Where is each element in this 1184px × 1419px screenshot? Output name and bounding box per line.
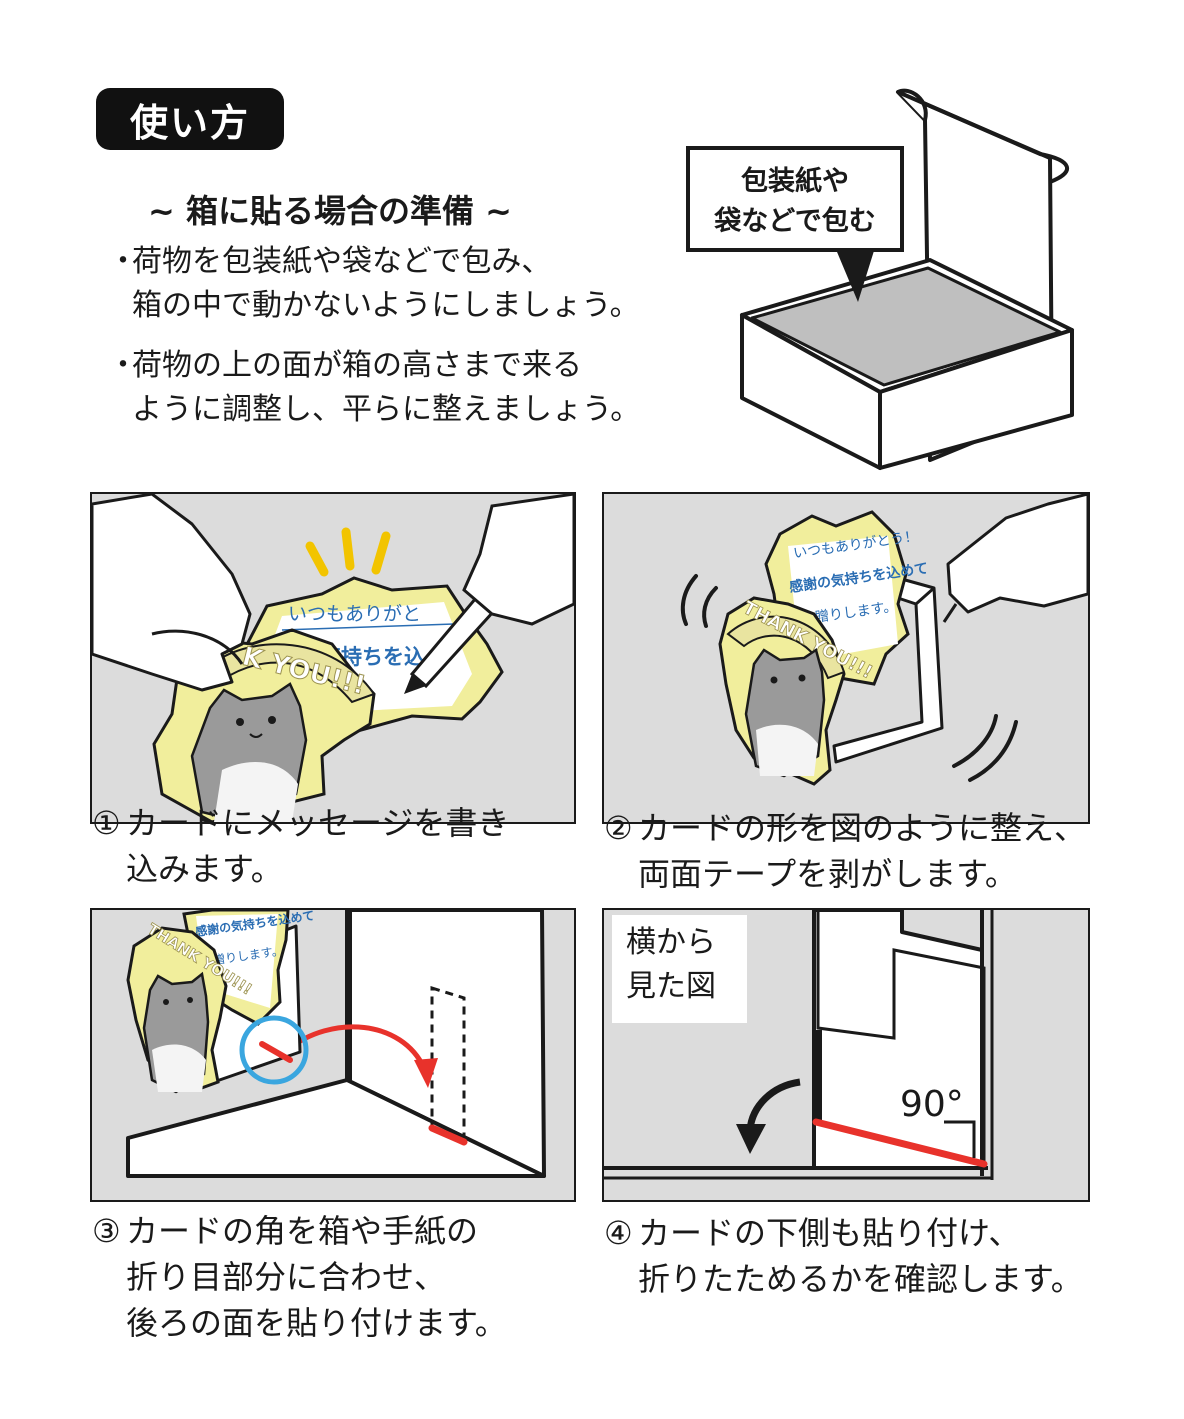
- prep-bullet-1-line2: 箱の中で動かないようにしましょう。: [132, 288, 640, 323]
- box-icon: 包装紙や 袋などで包む: [686, 88, 1074, 470]
- angle-label: 90°: [900, 1084, 964, 1125]
- step3-number: ③: [92, 1212, 121, 1250]
- step1-line2: 込みます。: [126, 850, 283, 888]
- hand-icon: [92, 494, 252, 692]
- step2-number: ②: [604, 809, 633, 847]
- side-view-line2: 見た図: [626, 969, 716, 1004]
- usage-badge: 使い方: [96, 88, 284, 150]
- bullet-mark: ・: [108, 244, 138, 279]
- cat-icon: [744, 647, 826, 778]
- step3-panel: 感謝の気持ちを込めて お贈りします。 THANK YOU!!!: [90, 908, 576, 1202]
- step1-number: ①: [92, 804, 121, 842]
- right-angle-icon: [944, 1120, 976, 1158]
- highlight-circle: [239, 1015, 309, 1085]
- motion-lines-icon: [680, 574, 1018, 782]
- step1-panel: いつもありがと 感謝の気持ちを込 K YOU!!!: [90, 492, 576, 824]
- callout-line1: 包装紙や: [741, 165, 849, 197]
- step4-line2: 折りたためるかを確認します。: [638, 1260, 1083, 1298]
- writing-hand-icon: [462, 494, 574, 626]
- target-outline: [430, 985, 466, 1145]
- side-view-line1: 横から: [626, 925, 716, 960]
- hand-icon: [942, 494, 1088, 623]
- step3-line3: 後ろの面を貼り付けます。: [126, 1304, 507, 1342]
- sparkle-icon: [305, 527, 391, 577]
- prep-bullet-2-line1: 荷物の上の面が箱の高さまで来る: [132, 348, 582, 383]
- step4-line1: カードの下側も貼り付け、: [638, 1214, 1021, 1252]
- step4-number: ④: [604, 1214, 633, 1252]
- red-marker: [812, 1118, 988, 1168]
- prep-bullet-2-line2: ように調整し、平らに整えましょう。: [132, 392, 641, 427]
- card-stand-icon: [832, 576, 944, 764]
- step2-line2: 両面テープを剥がします。: [638, 855, 1017, 893]
- red-marker: [259, 1041, 293, 1063]
- step1-line1: カードにメッセージを書き: [126, 804, 510, 842]
- step2-line1: カードの形を図のように整え、: [638, 809, 1087, 847]
- prep-subtitle: ~ 箱に貼る場合の準備 ~: [148, 192, 512, 230]
- message-partial-1: いつもありがと: [288, 603, 421, 625]
- cat-icon: [190, 682, 308, 822]
- step3-line2: 折り目部分に合わせ、: [126, 1258, 447, 1296]
- step2-panel: いつもありがとう！ 感謝の気持ちを込めて お贈りします。 THANK YOU!!…: [602, 492, 1090, 824]
- bullet-mark: ・: [108, 348, 138, 383]
- arrow-icon: [746, 1078, 801, 1131]
- step3-line1: カードの角を箱や手紙の: [126, 1212, 479, 1250]
- red-marker: [428, 1124, 468, 1146]
- cat-icon: [142, 971, 210, 1094]
- callout-line2: 袋などで包む: [713, 205, 875, 237]
- prep-bullet-2: ・荷物の上の面が箱の高さまで来る ように調整し、平らに整えましょう。: [108, 344, 640, 432]
- side-view-label: 横から 見た図: [612, 915, 747, 1023]
- thank-you-card-icon: THANK YOU!!!: [718, 596, 876, 786]
- prep-bullet-1: ・荷物を包装紙や袋などで包み、 箱の中で動かないようにしましょう。: [108, 240, 640, 328]
- prep-bullet-1-line1: 荷物を包装紙や袋などで包み、: [132, 244, 552, 279]
